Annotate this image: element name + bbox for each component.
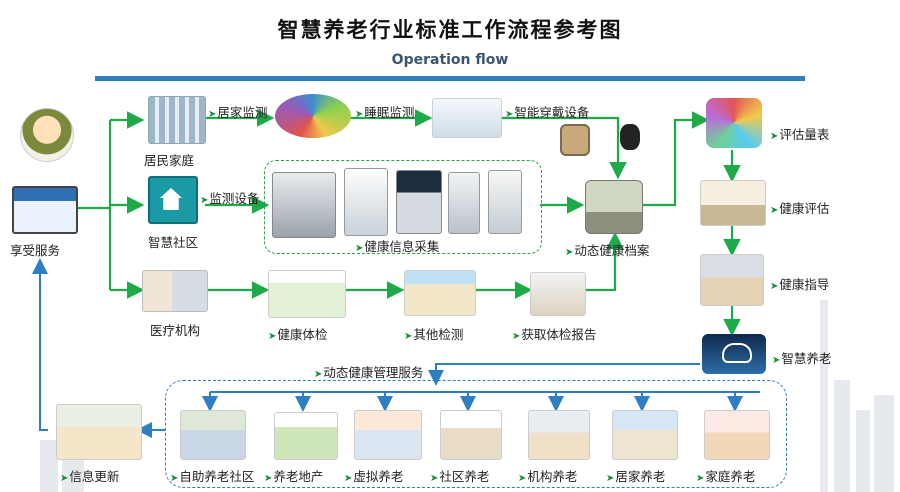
elder-portrait-icon (20, 108, 74, 162)
dynamic-management-text: 动态健康管理服务 (323, 365, 424, 380)
sleep-monitoring-label: ➤睡眠监测 (355, 105, 415, 120)
care-type-text: 社区养老 (439, 469, 490, 484)
health-guidance-label: ➤健康指导 (770, 277, 830, 292)
dynamic-health-record-label: ➤动态健康档案 (565, 243, 650, 258)
other-tests-label: ➤其他检测 (404, 327, 464, 342)
city-skyline-decoration (856, 410, 870, 492)
info-update-text: 信息更新 (69, 469, 120, 484)
doctor-hospital-icon (142, 270, 208, 312)
care-type-label: ➤家庭养老 (696, 469, 756, 484)
care-type-text: 自助养老社区 (179, 469, 255, 484)
care-type-label: ➤居家养老 (606, 469, 666, 484)
sleep-mattress-icon (432, 98, 502, 138)
health-assessment-illustration (700, 180, 766, 226)
page-subtitle: Operation flow (391, 52, 509, 68)
assessment-tools-illustration (706, 98, 762, 148)
health-assessment-text: 健康评估 (779, 201, 830, 216)
health-collection-text: 健康信息采集 (364, 239, 440, 254)
city-skyline-decoration (820, 300, 828, 492)
info-update-label: ➤信息更新 (60, 469, 120, 484)
care-type-label: ➤社区养老 (430, 469, 490, 484)
care-services-group (165, 380, 787, 488)
cloud-hand-icon (702, 334, 766, 374)
health-assessment-label: ➤健康评估 (770, 201, 830, 216)
devices-screen-icon (12, 186, 78, 234)
care-type-text: 虚拟养老 (353, 469, 404, 484)
care-type-text: 机构养老 (527, 469, 578, 484)
care-type-illustration (180, 410, 246, 460)
city-skyline-decoration (62, 455, 84, 492)
care-type-illustration (528, 410, 590, 460)
care-type-label: ➤机构养老 (518, 469, 578, 484)
city-skyline-decoration (874, 395, 894, 492)
smart-care-label: ➤智慧养老 (772, 351, 832, 366)
health-collection-label: ➤健康信息采集 (355, 239, 440, 254)
computer-station-icon (396, 170, 442, 234)
care-type-illustration (354, 410, 422, 460)
resident-family-label: 居民家庭 (144, 153, 195, 168)
dynamic-health-record-text: 动态健康档案 (574, 243, 650, 258)
physical-exam-illustration (268, 270, 346, 318)
home-monitoring-text: 居家监测 (217, 105, 268, 120)
medical-scanner-icon (272, 172, 336, 238)
care-type-illustration (612, 410, 678, 460)
home-monitoring-label: ➤居家监测 (208, 105, 268, 120)
monitoring-device-label: ➤监测设备 (200, 191, 260, 206)
care-type-label: ➤养老地产 (264, 469, 324, 484)
physical-exam-text: 健康体检 (277, 327, 328, 342)
smart-care-text: 智慧养老 (781, 351, 832, 366)
sleep-monitoring-text: 睡眠监测 (364, 105, 415, 120)
health-collection-group (264, 160, 542, 254)
city-skyline-decoration (40, 440, 58, 492)
health-record-computer-icon (585, 180, 643, 234)
smart-community-label: 智慧社区 (148, 235, 199, 250)
city-skyline-decoration (834, 380, 850, 492)
community-house-icon (148, 176, 198, 224)
assessment-scale-text: 评估量表 (779, 127, 830, 142)
get-report-text: 获取体检报告 (521, 327, 597, 342)
health-guidance-text: 健康指导 (779, 277, 830, 292)
smart-wearable-text: 智能穿戴设备 (514, 105, 590, 120)
care-type-text: 居家养老 (615, 469, 666, 484)
care-type-label: ➤虚拟养老 (344, 469, 404, 484)
report-illustration (530, 272, 586, 316)
home-monitor-devices-icon (275, 94, 351, 138)
care-type-illustration (274, 412, 338, 460)
other-tests-illustration (404, 270, 476, 316)
checkup-machine-icon (344, 168, 388, 236)
health-guidance-illustration (700, 254, 764, 306)
height-scale-icon (488, 170, 522, 234)
care-type-label: ➤自助养老社区 (170, 469, 255, 484)
other-tests-text: 其他检测 (413, 327, 464, 342)
physical-exam-label: ➤健康体检 (268, 327, 328, 342)
body-analyzer-icon (448, 172, 480, 234)
care-type-text: 家庭养老 (705, 469, 756, 484)
care-type-illustration (704, 410, 770, 460)
building-icon (148, 96, 206, 144)
enjoy-service-label: 享受服务 (10, 243, 61, 258)
info-update-illustration (56, 404, 142, 460)
medical-institution-label: 医疗机构 (150, 323, 201, 338)
dynamic-management-label: ➤动态健康管理服务 (314, 365, 424, 380)
care-type-illustration (440, 410, 502, 460)
get-report-label: ➤获取体检报告 (512, 327, 597, 342)
assessment-scale-label: ➤评估量表 (770, 127, 830, 142)
fitness-band-icon (620, 124, 640, 150)
smartwatch-icon (560, 124, 590, 156)
care-type-text: 养老地产 (273, 469, 324, 484)
title-underline (95, 76, 805, 81)
page-title: 智慧养老行业标准工作流程参考图 (277, 18, 623, 42)
smart-wearable-label: ➤智能穿戴设备 (505, 105, 590, 120)
monitoring-device-text: 监测设备 (209, 191, 260, 206)
